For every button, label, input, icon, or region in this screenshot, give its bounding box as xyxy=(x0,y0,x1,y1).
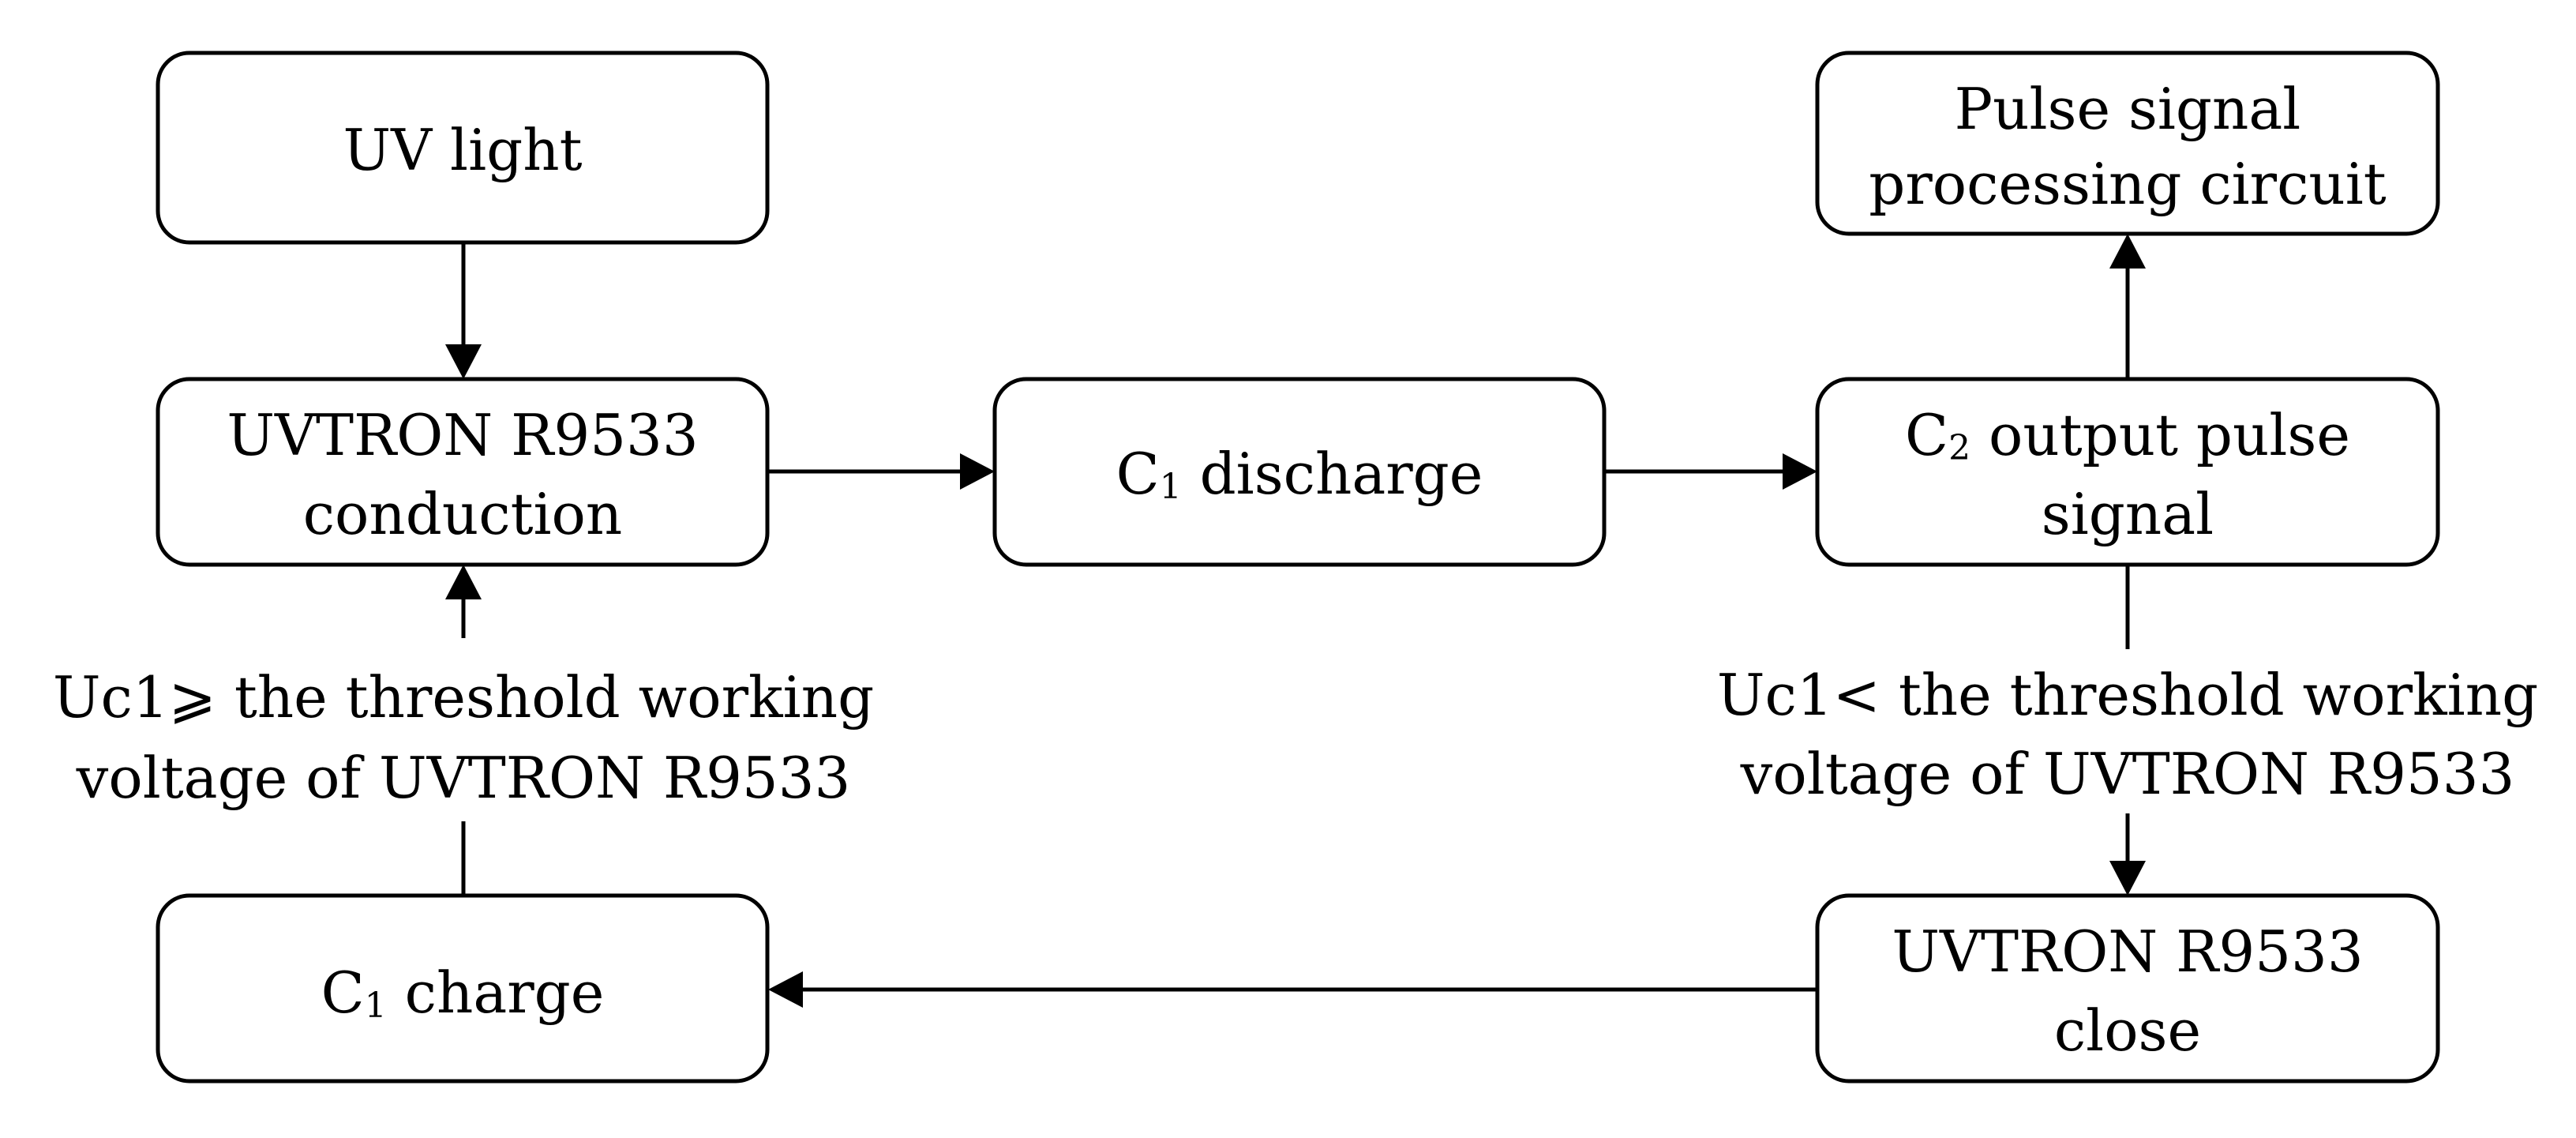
node-uvtron-close: UVTRON R9533 close xyxy=(1815,893,2440,1084)
arrowhead-right xyxy=(960,453,995,490)
arrowhead-down xyxy=(445,344,482,379)
node-c1-charge: C1 charge xyxy=(156,893,770,1084)
arrowhead-down xyxy=(2109,861,2146,896)
arrowhead-up xyxy=(445,565,482,599)
label-close-condition-line1: Uc1< the threshold working xyxy=(1717,662,2538,728)
label-charge-condition-line1: Uc1⩾ the threshold working xyxy=(53,664,874,730)
node-pulse-processing-line2: processing circuit xyxy=(1869,151,2387,217)
node-c2-output-line1: C2 output pulse xyxy=(1905,402,2350,468)
node-c2-output-line2: signal xyxy=(2042,481,2214,547)
node-c1-charge-label: C1 charge xyxy=(321,960,605,1026)
node-uvtron-close-line1: UVTRON R9533 xyxy=(1892,918,2363,985)
node-pulse-processing-line1: Pulse signal xyxy=(1955,76,2301,142)
c1-charge-subscript: 1 xyxy=(365,986,387,1026)
node-uvtron-conduction-line1: UVTRON R9533 xyxy=(227,402,698,468)
edges xyxy=(445,234,2146,1008)
node-uvtron-conduction: UVTRON R9533 conduction xyxy=(156,377,770,567)
arrowhead-left xyxy=(768,971,803,1008)
node-pulse-processing: Pulse signal processing circuit xyxy=(1815,51,2440,236)
node-uvtron-conduction-line2: conduction xyxy=(303,481,623,547)
node-uv-light-label: UV light xyxy=(343,117,582,183)
c1-charge-base: C xyxy=(321,960,365,1026)
c2-output-rest: output pulse xyxy=(1970,402,2350,468)
label-charge-condition: Uc1⩾ the threshold working voltage of UV… xyxy=(53,664,874,811)
node-c1-discharge: C1 discharge xyxy=(992,377,1607,567)
c1-discharge-rest: discharge xyxy=(1182,441,1483,507)
c1-base: C xyxy=(1116,441,1160,507)
c2-base: C xyxy=(1905,402,1948,468)
arrowhead-up xyxy=(2109,234,2146,269)
node-c2-output: C2 output pulse signal xyxy=(1815,377,2440,567)
c2-subscript: 2 xyxy=(1948,428,1970,468)
node-uv-light: UV light xyxy=(156,51,770,245)
node-uvtron-close-line2: close xyxy=(2054,997,2201,1064)
c1-charge-rest: charge xyxy=(387,960,605,1026)
label-charge-condition-line2: voltage of UVTRON R9533 xyxy=(76,745,851,811)
node-c1-discharge-label: C1 discharge xyxy=(1116,441,1483,507)
label-close-condition-line2: voltage of UVTRON R9533 xyxy=(1740,741,2515,807)
c1-subscript: 1 xyxy=(1160,467,1182,507)
arrowhead-right xyxy=(1783,453,1817,490)
label-close-condition: Uc1< the threshold working voltage of UV… xyxy=(1717,662,2538,807)
